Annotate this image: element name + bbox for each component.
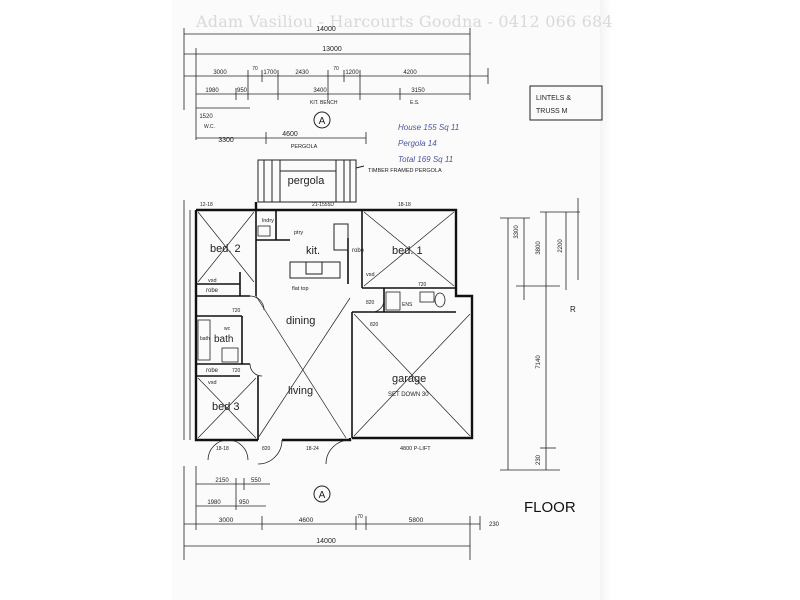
dim-right-2: 2200 bbox=[558, 239, 564, 253]
dim-top-row3-2: 1700 bbox=[263, 70, 277, 76]
dim-bottom-row2-1: 950 bbox=[239, 500, 250, 506]
paper-edge bbox=[600, 0, 612, 600]
dim-top-second: 13000 bbox=[322, 46, 342, 53]
room-bed-1: bed. 1 bbox=[392, 245, 423, 257]
dim-top-row4-2: 3400 bbox=[313, 88, 327, 94]
floor-plan-title: FLOOR bbox=[524, 499, 576, 516]
room-kitchen: kit. bbox=[306, 245, 320, 257]
room-pergola: pergola bbox=[288, 175, 326, 187]
dim-bottom-row1-0: 2150 bbox=[215, 478, 229, 484]
dim-top-row3-4: 70 bbox=[333, 66, 339, 72]
paper-sheet bbox=[172, 0, 612, 600]
section-marker-top-label: A bbox=[319, 116, 326, 127]
handwritten-pergola-area: Pergola 14 bbox=[398, 139, 437, 148]
vsd-bed-3: vsd bbox=[208, 380, 217, 386]
room-dining: dining bbox=[286, 315, 315, 327]
room-garage: garage bbox=[392, 373, 426, 385]
robe-bed-2: robe bbox=[206, 288, 219, 294]
dim-top-row4-1: 950 bbox=[237, 88, 248, 94]
dim-right-0: 3300 bbox=[514, 225, 520, 239]
dim-interior-8: 18-18 bbox=[216, 446, 229, 452]
fixtures bbox=[197, 225, 446, 363]
robe-bed-1: robe bbox=[352, 248, 365, 254]
p-lift-note: 4800 P-LIFT bbox=[400, 446, 431, 452]
dim-top-row3-0: 3000 bbox=[213, 70, 227, 76]
handwritten-house-area: House 155 Sq 11 bbox=[398, 123, 459, 132]
dim-top-row3-1: 70 bbox=[252, 66, 258, 72]
pergola-area bbox=[257, 159, 365, 203]
room-bed-3: bed 3 bbox=[212, 401, 240, 413]
dim-interior-5: 820 bbox=[370, 322, 379, 328]
section-marker-top: A bbox=[313, 111, 331, 129]
lintels-label: LINTELS & bbox=[536, 95, 571, 102]
dim-pergola-width: 4600 bbox=[282, 131, 298, 138]
door-swings bbox=[207, 295, 385, 465]
dim-pergola-left: 3300 bbox=[218, 137, 234, 144]
lintels-box bbox=[529, 85, 603, 121]
flat-top-label: flat top bbox=[292, 286, 309, 292]
dimension-lines bbox=[183, 28, 580, 560]
dim-interior-6: 720 bbox=[232, 308, 241, 314]
ensuite-label: ENS bbox=[402, 302, 413, 308]
dim-interior-3: 820 bbox=[366, 300, 375, 306]
kitchen-bench bbox=[289, 223, 349, 279]
section-marker-bottom-label: A bbox=[319, 490, 326, 501]
vsd-bed-1: vsd bbox=[366, 272, 375, 278]
robe-bed-3: robe bbox=[206, 368, 219, 374]
dim-bottom-row3-2: 70 bbox=[357, 514, 363, 520]
laundry-label: lndry bbox=[262, 218, 274, 224]
dim-top-row5-0: 1520 bbox=[199, 114, 213, 120]
room-diagonals bbox=[197, 211, 471, 439]
dim-right-1: 3800 bbox=[536, 241, 542, 255]
wc-label: wc bbox=[224, 326, 231, 332]
dim-interior-0: 12-18 bbox=[200, 202, 213, 208]
dim-bottom-row2-0: 1980 bbox=[207, 500, 221, 506]
dim-right-3: 7140 bbox=[536, 355, 542, 369]
timber-pergola-note: TIMBER FRAMED PERGOLA bbox=[368, 168, 442, 174]
dim-top-row3-3: 2430 bbox=[295, 70, 309, 76]
kit-bench-note: KIT. BENCH bbox=[310, 100, 338, 106]
handwritten-total-area: Total 169 Sq 11 bbox=[398, 155, 453, 164]
vsd-bed-2: vsd bbox=[208, 278, 217, 284]
dim-bottom-row3-1: 4600 bbox=[299, 517, 314, 524]
garage-set-down-note: SET DOWN 30 bbox=[388, 392, 429, 398]
wc-top-note: W.C. bbox=[204, 124, 215, 130]
agent-watermark: Adam Vasiliou - Harcourts Goodna - 0412 … bbox=[196, 12, 613, 31]
bath-small-label: bath bbox=[200, 336, 210, 342]
dim-right-4: 230 bbox=[536, 454, 542, 465]
dim-bottom-row1-1: 550 bbox=[251, 478, 262, 484]
interior-walls bbox=[196, 210, 456, 440]
dim-top-row4-3: 3150 bbox=[411, 88, 425, 94]
dim-interior-1: 21-1555D bbox=[312, 202, 334, 208]
pantry-label: ptry bbox=[294, 230, 303, 236]
dim-top-row3-6: 4200 bbox=[403, 70, 417, 76]
dim-top-row4-0: 1980 bbox=[205, 88, 219, 94]
es-note: E.S. bbox=[410, 100, 419, 106]
pergola-dim-label: PERGOLA bbox=[291, 144, 318, 150]
dim-interior-7: 720 bbox=[232, 368, 241, 374]
dim-interior-2: 18-18 bbox=[398, 202, 411, 208]
section-marker-bottom: A bbox=[313, 485, 331, 503]
dim-bottom-overall: 14000 bbox=[316, 538, 336, 545]
dim-interior-9: 820 bbox=[262, 446, 271, 452]
dim-bottom-row3-4: 230 bbox=[489, 522, 500, 528]
dim-bottom-row3-3: 5800 bbox=[409, 517, 424, 524]
dim-top-row3-5: 1200 bbox=[345, 70, 359, 76]
room-bath: bath bbox=[214, 334, 233, 345]
room-bed-2: bed. 2 bbox=[210, 243, 241, 255]
dim-interior-4: 720 bbox=[418, 282, 427, 288]
room-living: living bbox=[288, 385, 313, 397]
dim-bottom-row3-0: 3000 bbox=[219, 517, 234, 524]
dim-interior-10: 18-24 bbox=[306, 446, 319, 452]
annotation-r: R bbox=[570, 305, 576, 314]
truss-label: TRUSS M bbox=[536, 108, 568, 115]
dim-top-overall: 14000 bbox=[316, 26, 336, 33]
